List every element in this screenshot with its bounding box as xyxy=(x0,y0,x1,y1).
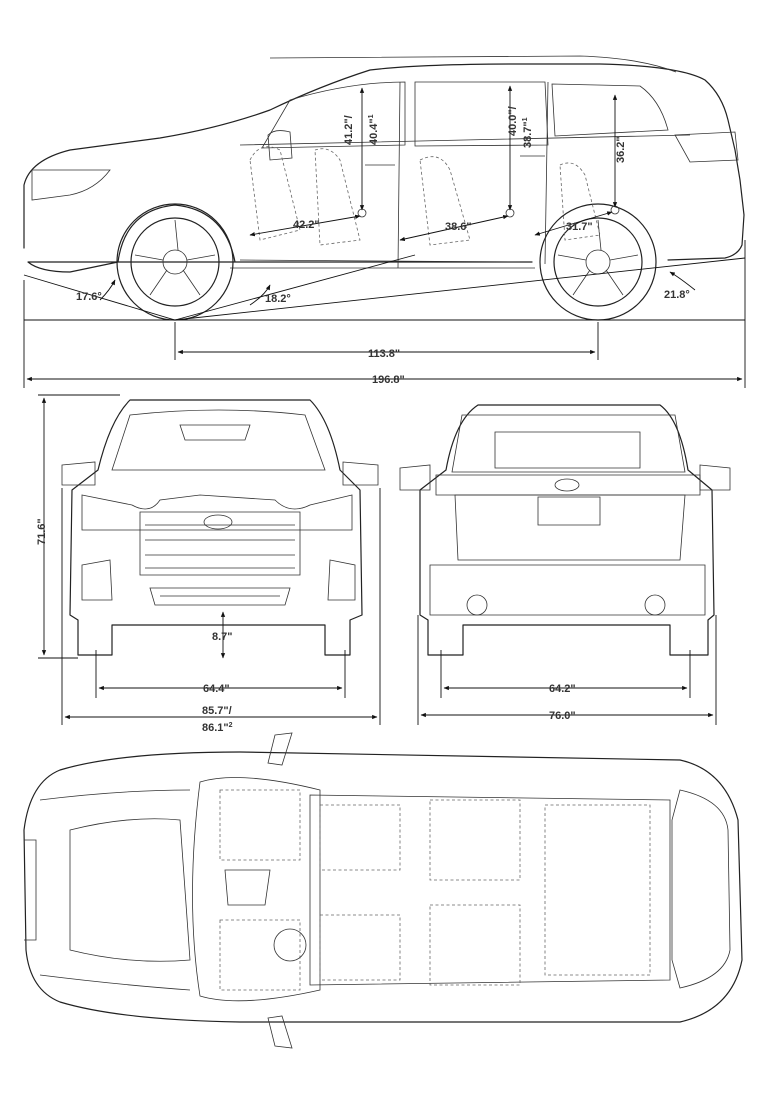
rear-view: 64.2" 76.0" xyxy=(399,404,731,725)
wheelbase-label: 113.8" xyxy=(368,348,400,360)
departure-angle-label: 21.8° xyxy=(664,289,690,301)
side-view: 41.2"/ 40.4"1 40.0"/ 38.7"1 36.2" 42.2" … xyxy=(23,55,746,388)
legroom-front-label: 42.2" xyxy=(293,219,320,231)
headroom-second-label: 40.0"/ xyxy=(507,106,519,136)
front-dimension-lines xyxy=(38,394,381,725)
front-labels: 71.6" 8.7" 64.4" 85.7"/ 86.1"2 xyxy=(36,518,233,734)
breakover-angle-label: 18.2° xyxy=(265,293,291,305)
rear-track-label: 64.2" xyxy=(549,683,576,695)
overall-length-label: 196.8" xyxy=(372,374,405,386)
side-dimension-lines xyxy=(23,85,746,388)
front-view: 71.6" 8.7" 64.4" 85.7"/ 86.1"2 xyxy=(36,394,381,734)
rear-body-outline xyxy=(399,404,731,656)
front-track-label: 64.4" xyxy=(203,683,230,695)
front-body-outline xyxy=(61,399,379,656)
legroom-second-label: 38.6" xyxy=(445,221,472,233)
headroom-third-label: 36.2" xyxy=(615,136,627,163)
headroom-front-alt-label: 40.4"1 xyxy=(368,114,380,145)
rear-dimension-lines xyxy=(417,615,717,725)
headroom-second-alt-label: 38.7"1 xyxy=(522,117,534,148)
ground-clearance-label: 8.7" xyxy=(212,631,233,643)
legroom-third-label: 31.7" xyxy=(566,221,593,233)
top-seats xyxy=(219,789,651,991)
width-mirrors-alt-label: 86.1"2 xyxy=(202,722,233,734)
approach-angle-label: 17.6° xyxy=(76,291,102,303)
rear-labels: 64.2" 76.0" xyxy=(549,683,576,722)
headroom-front-label: 41.2"/ xyxy=(343,115,355,145)
width-mirrors-label: 85.7"/ xyxy=(202,705,232,717)
top-body-outline xyxy=(23,732,743,1049)
height-label: 71.6" xyxy=(36,518,48,545)
top-view xyxy=(23,732,743,1049)
side-labels: 41.2"/ 40.4"1 40.0"/ 38.7"1 36.2" 42.2" … xyxy=(76,106,690,386)
side-body-outline xyxy=(23,55,745,273)
body-width-label: 76.0" xyxy=(549,710,576,722)
